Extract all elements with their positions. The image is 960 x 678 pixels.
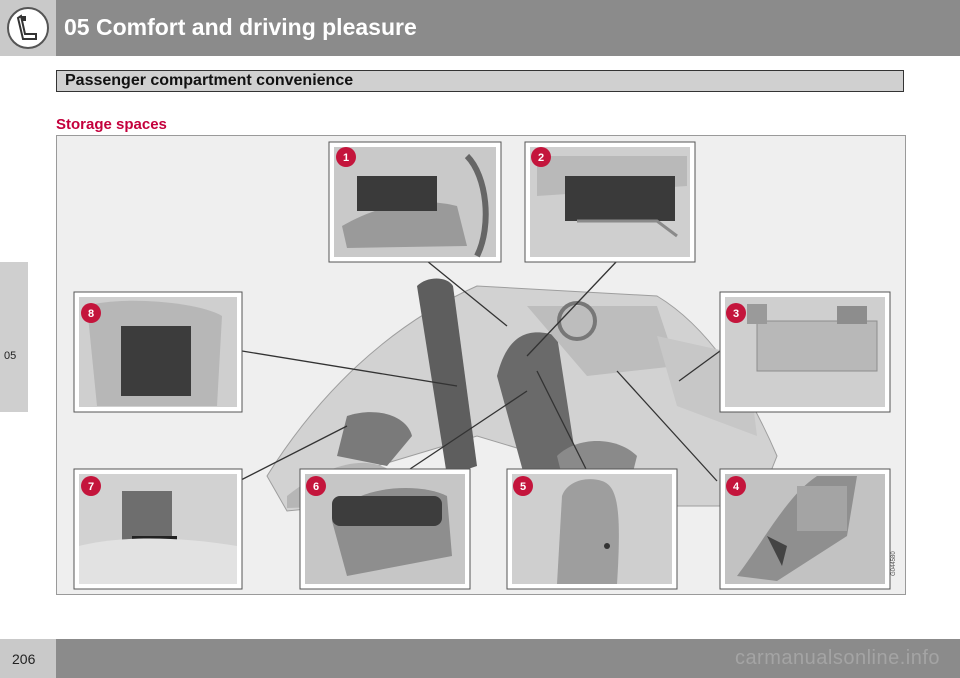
chapter-title: 05 Comfort and driving pleasure [64, 14, 417, 40]
marker-1: 1 [336, 147, 356, 167]
inset-6-armrest [299, 468, 471, 590]
marker-4-label: 4 [733, 481, 740, 493]
car-interior-illustration: 1 2 3 4 5 6 7 8 G044580 [73, 141, 897, 590]
marker-3: 3 [726, 303, 746, 323]
figure-code: G044580 [891, 551, 897, 576]
marker-1-label: 1 [343, 152, 349, 164]
inset-3-glovebox [719, 291, 891, 413]
seat-icon [7, 7, 49, 49]
marker-2: 2 [531, 147, 551, 167]
chapter-icon-box [0, 0, 56, 56]
footer-page-box: 206 [0, 639, 56, 678]
storage-spaces-heading: Storage spaces [56, 116, 167, 133]
chapter-header: 05 Comfort and driving pleasure [0, 0, 960, 56]
marker-6-label: 6 [313, 481, 319, 493]
side-tab-label: 05 [4, 350, 17, 362]
section-bar: Passenger compartment convenience [56, 70, 904, 92]
marker-7: 7 [81, 476, 101, 496]
chapter-side-tab[interactable]: 05 [0, 262, 28, 412]
inset-2-seat-drawer [524, 141, 696, 263]
storage-spaces-illustration: 1 2 3 4 5 6 7 8 G044580 [56, 135, 906, 595]
inset-4-center-console [719, 468, 891, 590]
watermark: carmanualsonline.info [734, 647, 940, 669]
marker-2-label: 2 [538, 152, 544, 164]
marker-4: 4 [726, 476, 746, 496]
inset-5-seatback [506, 468, 678, 590]
marker-5: 5 [513, 476, 533, 496]
inset-7-rear-armrest [73, 468, 243, 590]
marker-8-label: 8 [88, 308, 94, 320]
inset-8-seatback-pocket [73, 291, 243, 413]
section-title: Passenger compartment convenience [65, 72, 354, 89]
marker-8: 8 [81, 303, 101, 323]
page-number: 206 [12, 651, 36, 667]
page-footer: 206 carmanualsonline.info [0, 639, 960, 678]
inset-1-door-pocket [328, 141, 502, 263]
marker-7-label: 7 [88, 481, 94, 493]
marker-6: 6 [306, 476, 326, 496]
leader-lines [238, 260, 721, 482]
marker-5-label: 5 [520, 481, 526, 493]
marker-3-label: 3 [733, 308, 739, 320]
